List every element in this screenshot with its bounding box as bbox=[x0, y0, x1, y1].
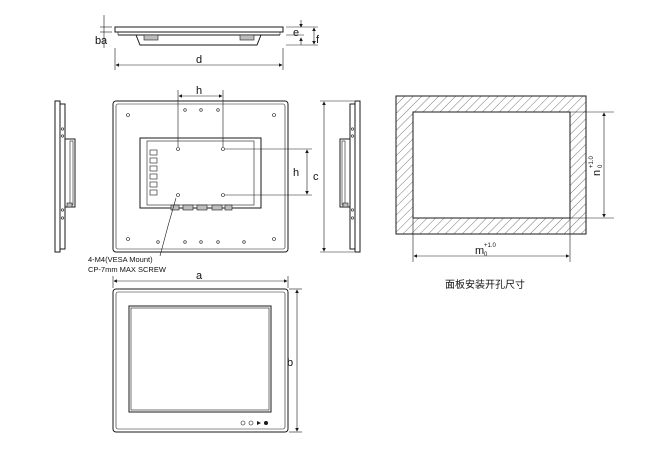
front-button-4 bbox=[264, 421, 268, 425]
right-side-view: c bbox=[313, 100, 361, 253]
left-side-view bbox=[54, 100, 76, 253]
dim-d-label: d bbox=[196, 54, 202, 66]
cutout-width-tolerance: +1.0 bbox=[484, 243, 497, 249]
cutout-width-sub: 0 bbox=[484, 252, 488, 258]
front-view: a b bbox=[112, 270, 302, 433]
dim-e-label: e bbox=[293, 27, 299, 39]
panel-cutout-diagram: m +1.0 0 n +1.0 0 面板安装开孔尺寸 bbox=[395, 95, 614, 291]
front-button-2 bbox=[248, 420, 254, 426]
top-view: d b a e f bbox=[95, 15, 320, 70]
dim-b-label: b bbox=[287, 357, 293, 369]
vesa-note-line2: CP-7mm MAX SCREW bbox=[88, 265, 167, 274]
dim-a-label: a bbox=[196, 270, 203, 282]
dim-f-label: f bbox=[316, 34, 320, 46]
cutout-height-symbol: n bbox=[591, 170, 603, 176]
cutout-height-tolerance: +1.0 bbox=[589, 155, 595, 168]
dim-c-label: c bbox=[313, 171, 319, 183]
back-view: h h bbox=[112, 85, 312, 257]
cutout-width-symbol: m bbox=[475, 245, 484, 257]
dim-b-small-label: b bbox=[95, 35, 101, 47]
cutout-height-sub: 0 bbox=[598, 164, 604, 168]
dim-h1-label: h bbox=[196, 85, 202, 97]
front-button-1 bbox=[240, 420, 246, 426]
dim-h2-label: h bbox=[293, 167, 299, 179]
cutout-caption: 面板安装开孔尺寸 bbox=[445, 278, 525, 291]
vesa-note-line1: 4-M4(VESA Mount) bbox=[88, 255, 153, 264]
dim-a-small-label: a bbox=[101, 35, 108, 47]
front-button-3 bbox=[257, 421, 261, 425]
